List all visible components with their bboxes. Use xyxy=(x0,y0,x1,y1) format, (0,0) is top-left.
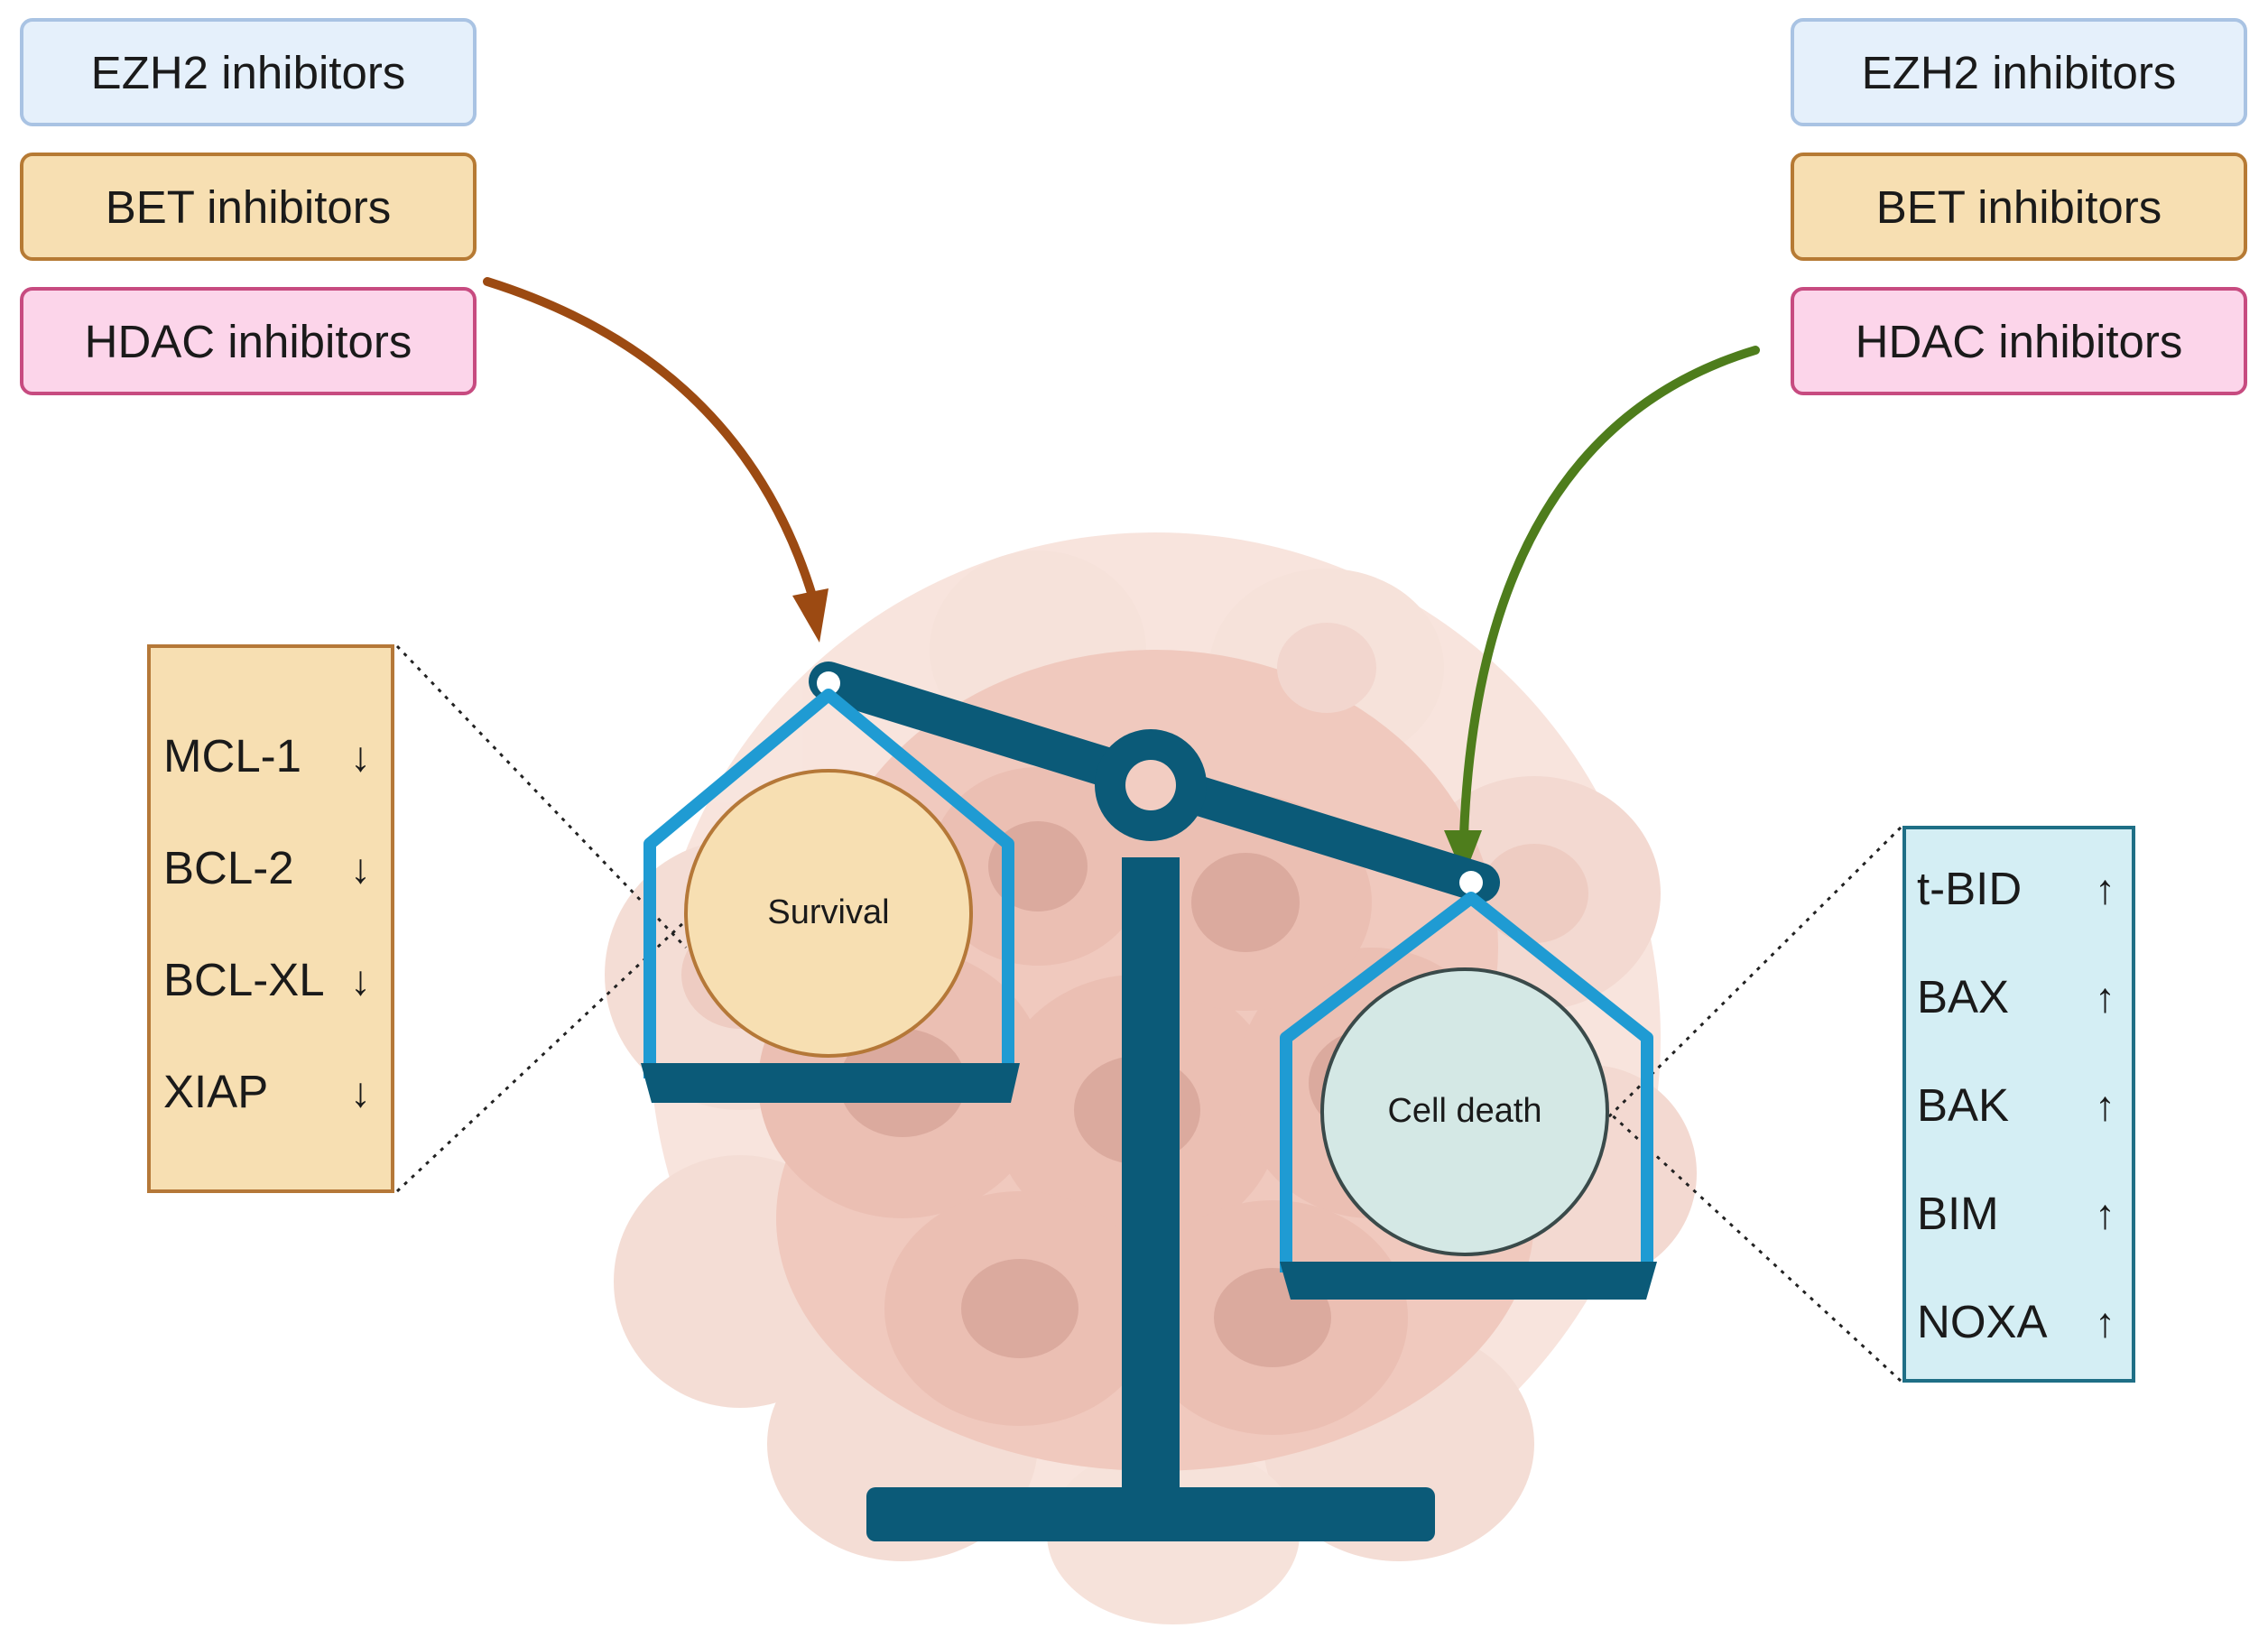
pro-apoptotic-factors-box: t-BID ↑ BAX ↑ BAK ↑ BIM ↑ NOXA ↑ xyxy=(1902,826,2135,1383)
factor-name: t-BID xyxy=(1917,863,2023,914)
up-arrow-icon: ↑ xyxy=(2095,865,2115,912)
arrow-to-cell-death-head xyxy=(1444,830,1482,877)
factor-t-bid: t-BID ↑ xyxy=(1917,862,2115,915)
anti-apoptotic-factors-box: MCL-1 ↓ BCL-2 ↓ BCL-XL ↓ XIAP ↓ xyxy=(147,644,394,1193)
survival-circle xyxy=(684,769,973,1058)
zoom-lines-left xyxy=(395,644,688,1193)
balance-scale xyxy=(641,662,1657,1541)
factor-name: BCL-XL xyxy=(163,954,325,1005)
right-bet-inhibitors-label: BET inhibitors xyxy=(1875,180,2162,233)
left-hdac-inhibitors-box: HDAC inhibitors xyxy=(20,287,477,395)
factor-xiap: XIAP ↓ xyxy=(163,1065,371,1118)
arrow-to-survival-head xyxy=(792,588,829,643)
factor-name: BAK xyxy=(1917,1079,2010,1131)
factor-name: BIM xyxy=(1917,1188,1999,1239)
factor-name: BAX xyxy=(1917,971,2010,1022)
survival-pan xyxy=(641,689,1020,1103)
factor-bcl-2: BCL-2 ↓ xyxy=(163,841,371,894)
up-arrow-icon: ↑ xyxy=(2095,1189,2115,1237)
zoom-lines-right xyxy=(1605,826,1902,1383)
right-bet-inhibitors-box: BET inhibitors xyxy=(1791,153,2247,261)
up-arrow-icon: ↑ xyxy=(2095,973,2115,1021)
scale-stand xyxy=(1122,857,1180,1507)
factor-bcl-xl: BCL-XL ↓ xyxy=(163,953,371,1006)
left-bet-inhibitors-label: BET inhibitors xyxy=(105,180,392,233)
left-ezh2-inhibitors-label: EZH2 inhibitors xyxy=(90,46,406,98)
arrow-to-cell-death xyxy=(1459,346,1760,839)
right-ezh2-inhibitors-box: EZH2 inhibitors xyxy=(1791,18,2247,126)
cell-death-circle xyxy=(1320,967,1609,1256)
arrow-to-survival xyxy=(483,277,817,600)
beam-right-ring xyxy=(1459,871,1483,894)
down-arrow-icon: ↓ xyxy=(350,1068,371,1115)
survival-label: Survival xyxy=(767,893,890,931)
factor-name: BCL-2 xyxy=(163,842,294,893)
up-arrow-icon: ↑ xyxy=(2095,1298,2115,1346)
down-arrow-icon: ↓ xyxy=(350,844,371,892)
up-arrow-icon: ↑ xyxy=(2095,1081,2115,1129)
down-arrow-icon: ↓ xyxy=(350,732,371,780)
right-hdac-inhibitors-box: HDAC inhibitors xyxy=(1791,287,2247,395)
right-ezh2-inhibitors-label: EZH2 inhibitors xyxy=(1861,46,2177,98)
factor-name: NOXA xyxy=(1917,1296,2048,1347)
factor-name: MCL-1 xyxy=(163,730,302,782)
left-ezh2-inhibitors-box: EZH2 inhibitors xyxy=(20,18,477,126)
scale-pivot-hole xyxy=(1125,760,1176,810)
cell-death-label: Cell death xyxy=(1387,1092,1542,1130)
factor-name: XIAP xyxy=(163,1066,269,1117)
factor-mcl-1: MCL-1 ↓ xyxy=(163,729,371,782)
factor-bax: BAX ↑ xyxy=(1917,970,2115,1023)
factor-bak: BAK ↑ xyxy=(1917,1078,2115,1132)
factor-noxa: NOXA ↑ xyxy=(1917,1295,2115,1348)
left-bet-inhibitors-box: BET inhibitors xyxy=(20,153,477,261)
scale-base xyxy=(866,1487,1435,1541)
beam-left-ring xyxy=(817,671,840,695)
down-arrow-icon: ↓ xyxy=(350,956,371,1004)
right-hdac-inhibitors-label: HDAC inhibitors xyxy=(1855,315,2183,367)
left-hdac-inhibitors-label: HDAC inhibitors xyxy=(84,315,412,367)
cell-death-pan xyxy=(1280,892,1657,1300)
factor-bim: BIM ↑ xyxy=(1917,1187,2115,1240)
